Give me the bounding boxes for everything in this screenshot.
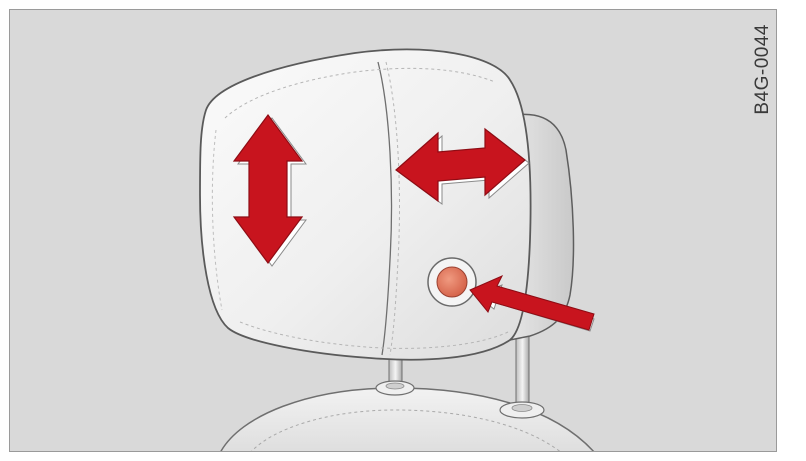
illustration-frame: B4G-0044: [9, 9, 777, 452]
figure-code: B4G-0044: [752, 24, 774, 115]
release-button: [428, 258, 476, 306]
headrest-illustration: [10, 10, 777, 452]
seat-backrest: [220, 388, 595, 452]
